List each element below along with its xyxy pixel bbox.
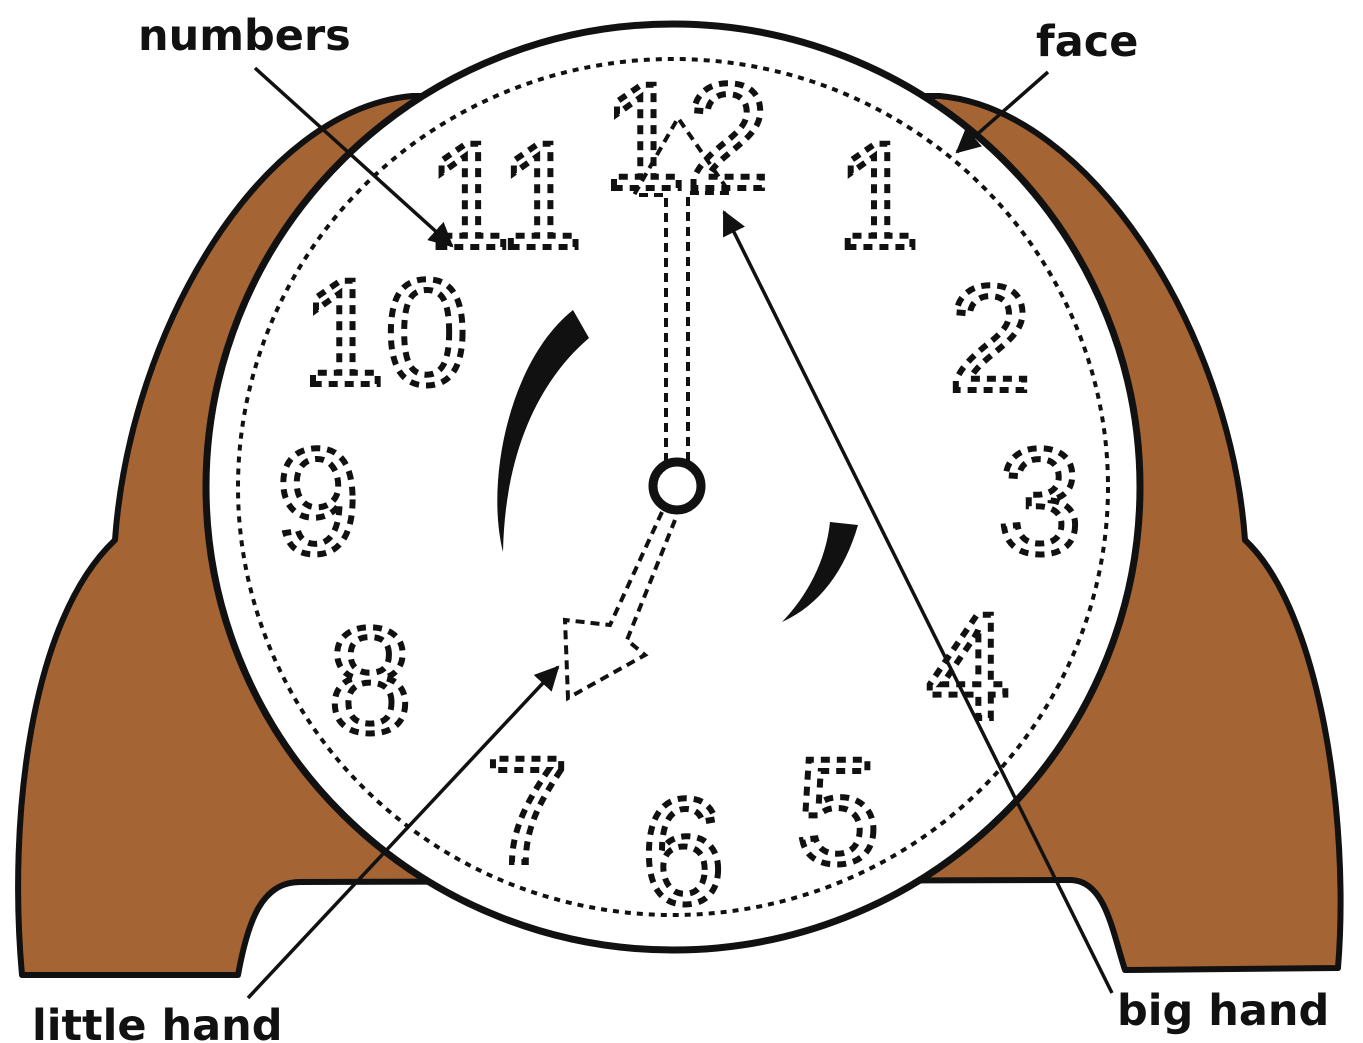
numeral-1: 1 xyxy=(836,111,919,279)
numeral-7: 7 xyxy=(485,726,568,894)
numeral-8: 8 xyxy=(328,596,411,764)
little-hand-label: little hand xyxy=(32,1001,282,1043)
center-pin xyxy=(653,462,701,510)
numbers-label: numbers xyxy=(138,11,351,61)
numeral-4: 4 xyxy=(926,582,1009,750)
big-hand-label: big hand xyxy=(1117,986,1329,1036)
numeral-6: 6 xyxy=(641,767,724,935)
numeral-3: 3 xyxy=(998,417,1081,585)
face-label: face xyxy=(1036,17,1138,67)
numeral-12: 12 xyxy=(603,52,770,220)
numeral-9: 9 xyxy=(276,417,359,585)
numeral-5: 5 xyxy=(796,727,879,895)
numeral-11: 11 xyxy=(427,111,583,279)
numeral-2: 2 xyxy=(948,254,1031,422)
